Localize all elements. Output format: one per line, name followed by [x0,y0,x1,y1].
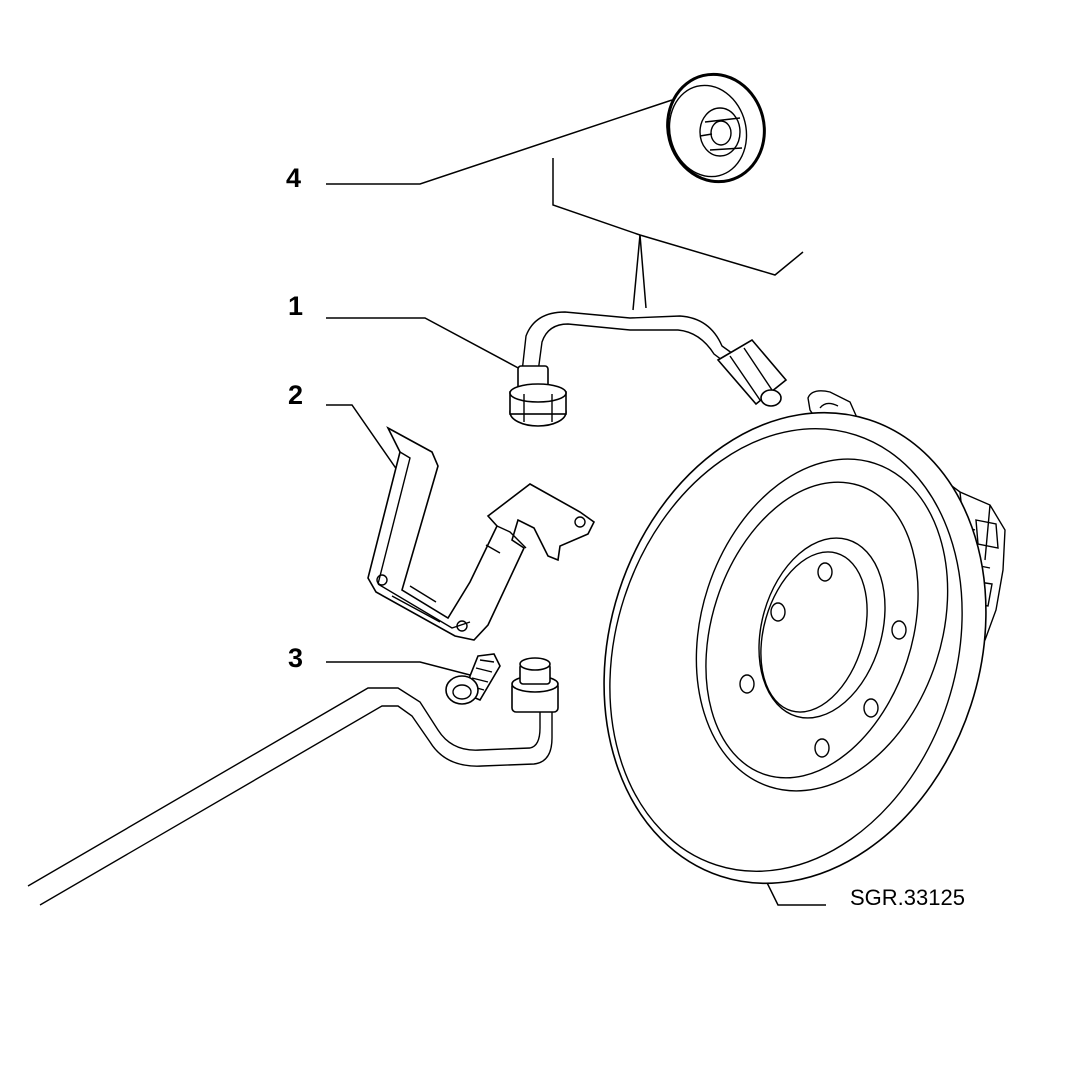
callout-part-1: 1 [288,291,304,321]
kit-grouping-stem-b [639,234,647,309]
grommet-part-4 [666,72,766,184]
brake-hose-part-1 [509,311,788,427]
leader-line-1 [326,317,523,371]
callout-part-3: 3 [288,643,304,673]
callout-part-2: 2 [288,380,304,410]
rigid-brake-pipe [27,657,559,906]
bracket-part-2 [367,426,596,641]
callout-part-4: 4 [286,163,302,193]
bolt-part-3 [445,653,501,705]
brake-disc-assembly [603,390,1006,885]
drawing-reference-code: SGR.33125 [850,885,965,910]
kit-grouping-bracket [552,158,804,276]
leader-line-3 [326,661,471,676]
leader-line-4 [326,99,673,185]
kit-grouping-stem [632,234,641,311]
leader-line-2 [326,404,405,481]
